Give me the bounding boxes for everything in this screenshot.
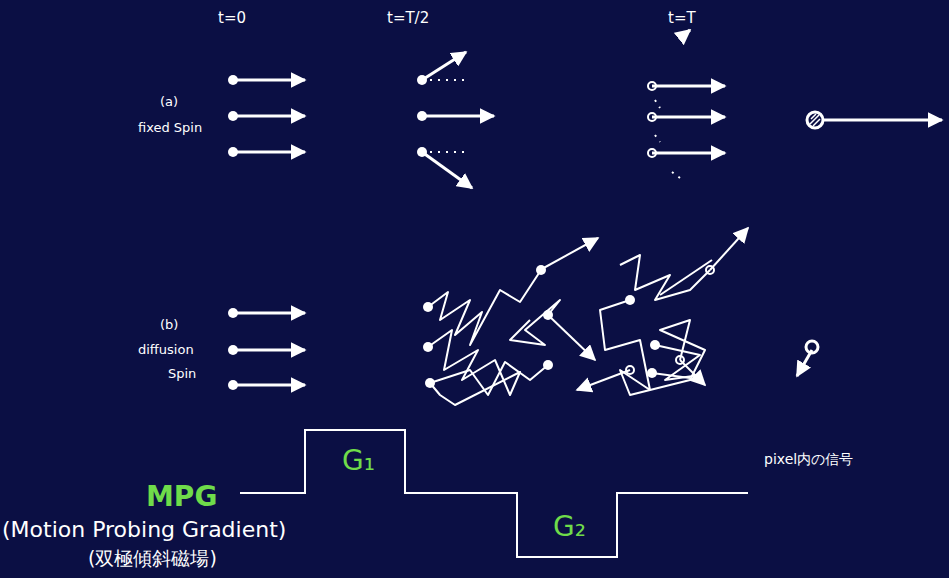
signal-note: pixel内の信号 bbox=[764, 452, 853, 467]
row-label: (a) bbox=[160, 95, 178, 109]
spin-arrows bbox=[233, 30, 942, 385]
gradient-label: G₂ bbox=[553, 512, 586, 543]
mpg-waveform bbox=[240, 430, 748, 557]
time-label: t=T/2 bbox=[387, 10, 429, 27]
pixel-signal bbox=[806, 112, 823, 353]
row-label: (b) bbox=[160, 318, 178, 332]
row-label: diffusion bbox=[138, 343, 194, 357]
dotted-traces bbox=[430, 80, 680, 178]
time-label: t=0 bbox=[218, 10, 246, 27]
sequence-note: (双極傾斜磁場) bbox=[88, 548, 217, 569]
spin-dots bbox=[228, 75, 714, 390]
row-label: Spin bbox=[168, 367, 196, 381]
sequence-note: (Motion Probing Gradient) bbox=[2, 518, 286, 542]
random-walks bbox=[428, 228, 748, 405]
gradient-label: G₁ bbox=[342, 446, 375, 477]
time-label: t=T bbox=[668, 10, 696, 27]
row-label: fixed Spin bbox=[138, 121, 202, 135]
sequence-name: MPG bbox=[146, 482, 217, 513]
